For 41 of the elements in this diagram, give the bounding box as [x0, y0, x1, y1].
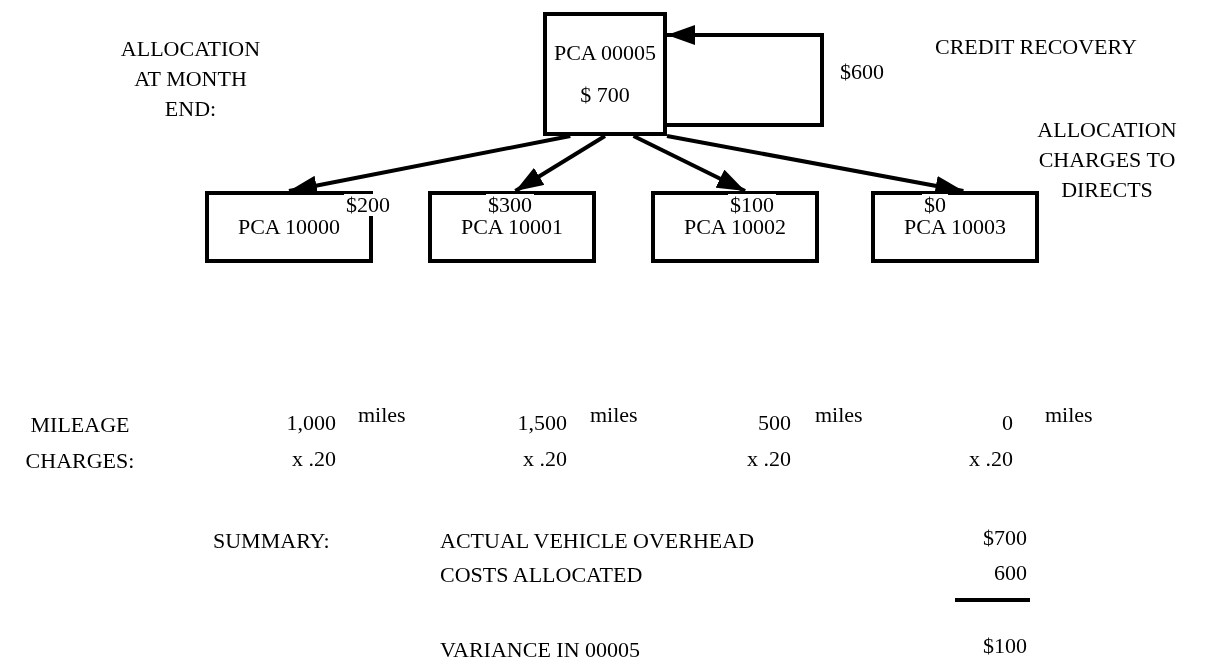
- amount-value: $100: [982, 633, 1027, 659]
- edge-label: $100: [728, 194, 776, 216]
- row-heading: MILEAGE CHARGES:: [24, 411, 136, 475]
- unit-text: miles: [1045, 402, 1094, 428]
- account-text: PCA 10002: [683, 216, 787, 238]
- edge-label: $600: [838, 61, 886, 83]
- edge-label: $0: [922, 194, 948, 216]
- edge-label: $200: [344, 194, 392, 216]
- arrow: [667, 25, 824, 127]
- arrow: [632, 134, 746, 193]
- account-box: [651, 191, 819, 263]
- unit-text: miles: [590, 402, 639, 428]
- arrow: [514, 134, 607, 193]
- rate-text: x .20: [522, 446, 567, 472]
- account-box: [543, 12, 667, 136]
- mileage-value: 500: [757, 410, 791, 436]
- unit-text: miles: [358, 402, 407, 428]
- summary-item: ACTUAL VEHICLE OVERHEAD: [440, 528, 756, 554]
- rate-text: x .20: [746, 446, 791, 472]
- unit-text: miles: [815, 402, 864, 428]
- summary-heading: SUMMARY:: [213, 528, 331, 554]
- account-text: $ 700: [580, 84, 630, 106]
- note-text: ALLOCATION AT MONTH END:: [119, 35, 262, 123]
- account-box: [428, 191, 596, 263]
- account-text: PCA 10000: [237, 216, 341, 238]
- account-text: PCA 00005: [553, 42, 657, 64]
- rate-text: x .20: [291, 446, 336, 472]
- summary-item: VARIANCE IN 00005: [440, 637, 642, 663]
- summary-item: COSTS ALLOCATED: [440, 562, 644, 588]
- amount-value: $700: [982, 525, 1027, 551]
- amount-value: 600: [993, 560, 1027, 586]
- account-text: PCA 10003: [903, 216, 1007, 238]
- mileage-value: 0: [1001, 410, 1013, 436]
- edge-label: $300: [486, 194, 534, 216]
- rate-text: x .20: [968, 446, 1013, 472]
- note-text: CREDIT RECOVERY: [935, 34, 1138, 60]
- account-text: PCA 10001: [460, 216, 564, 238]
- note-text: ALLOCATION CHARGES TO DIRECTS: [1036, 116, 1178, 204]
- mileage-value: 1,000: [285, 410, 336, 436]
- mileage-value: 1,500: [516, 410, 567, 436]
- account-box: [871, 191, 1039, 263]
